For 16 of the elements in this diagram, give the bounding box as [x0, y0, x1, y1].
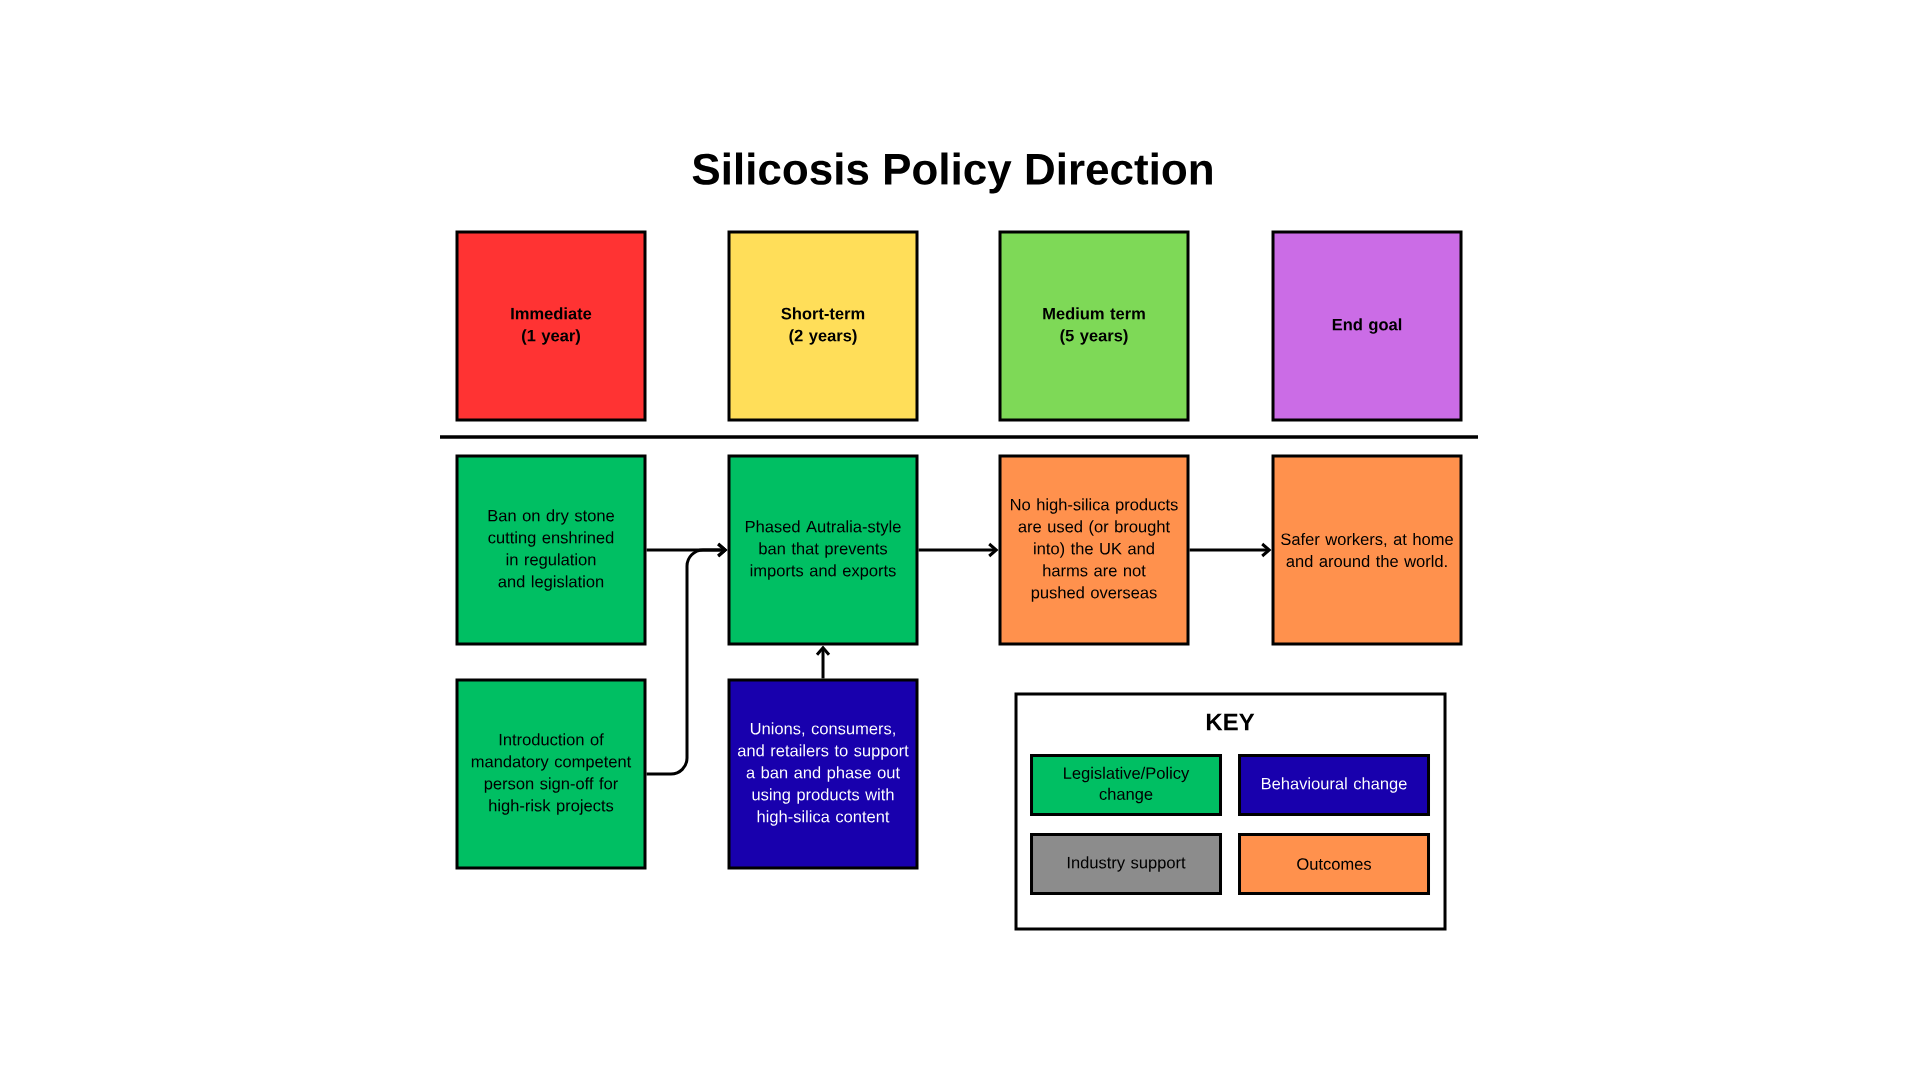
key-heading: KEY: [1206, 713, 1255, 731]
period-box: Short-term (2 years): [727, 230, 919, 422]
outcome-box: No high-silica products are used (or brought into) the UK and harms are not pushed overseas: [998, 454, 1190, 646]
period-box: Medium term (5 years): [998, 230, 1190, 422]
period-box: Immediate (1 year): [455, 230, 647, 422]
arrow: [815, 645, 831, 679]
arrow: [646, 542, 728, 776]
behaviour-box: Unions, consumers, and retailers to support a ban and phase out using products with high-silica content: [727, 678, 919, 870]
period-box: End goal: [1271, 230, 1463, 422]
arrow: [918, 542, 999, 558]
policy-box: Phased Autralia-style ban that prevents imports and exports: [727, 454, 919, 646]
title: Silicosis Policy Direction: [692, 152, 1212, 194]
outcome-box: Safer workers, at home and around the world.: [1271, 454, 1463, 646]
policy-box: Introduction of mandatory competent person sign-off for high-risk projects: [455, 678, 647, 870]
policy-box: Ban on dry stone cutting enshrined in regulation and legislation: [455, 454, 647, 646]
arrow: [1189, 542, 1272, 558]
